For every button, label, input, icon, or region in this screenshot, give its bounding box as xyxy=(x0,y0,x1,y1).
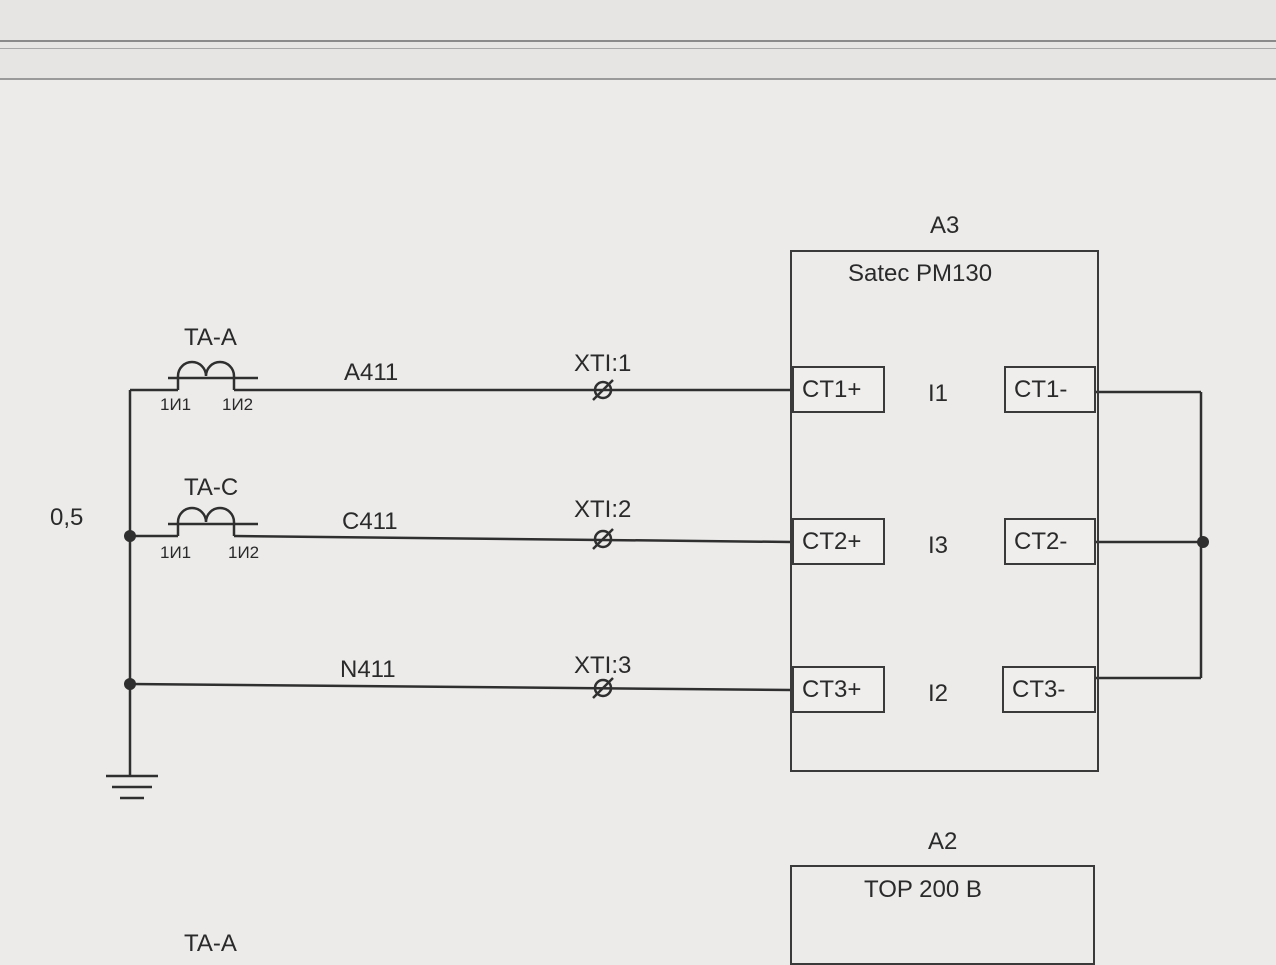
device-a3-box xyxy=(790,250,1099,772)
terminal-ct2-plus: CT2+ xyxy=(792,518,885,565)
device-a2-name: TOP 200 B xyxy=(864,876,982,903)
channel-i3: I3 xyxy=(928,532,949,559)
ct-ta-a-winding-1: 1И1 xyxy=(160,395,192,414)
ct-ta-c-winding-2: 1И2 xyxy=(228,543,260,562)
terminal-xt3-slash xyxy=(592,677,614,699)
ground-value-label: 0,5 xyxy=(50,504,84,531)
channel-i1: I1 xyxy=(928,380,949,407)
ct-ta-a-label: TA-A xyxy=(184,324,237,351)
terminal-xt2-symbol xyxy=(593,529,613,549)
ct-ta-c-label: TA-C xyxy=(184,474,239,501)
terminal-xt2-slash xyxy=(592,528,614,550)
channel-i2: I2 xyxy=(928,680,949,707)
terminal-label-xt1: XTI:1 xyxy=(574,350,632,377)
ct-ta-a-coil xyxy=(176,360,236,390)
terminal-ct3-minus: CT3- xyxy=(1002,666,1096,713)
junction-dot-return xyxy=(1197,536,1209,548)
terminal-label-xt2: XTI:2 xyxy=(574,496,632,523)
ct-ta-a-winding-2: 1И2 xyxy=(222,395,254,414)
terminal-xt1-slash xyxy=(592,379,614,401)
wire-label-n411: N411 xyxy=(340,656,396,683)
device-a3-designator: A3 xyxy=(930,212,960,239)
terminal-ct1-plus: CT1+ xyxy=(792,366,885,413)
header-rule-secondary xyxy=(0,48,1276,49)
terminal-label-xt3: XTI:3 xyxy=(574,652,632,679)
ct-ta-c-coil xyxy=(176,506,236,536)
terminal-ct2-minus: CT2- xyxy=(1004,518,1096,565)
ct-ta-a-label-lower: TA-A xyxy=(184,930,237,957)
junction-dot-n xyxy=(124,678,136,690)
wire-n411 xyxy=(129,682,793,692)
header-rule xyxy=(0,40,1276,42)
device-a3-name: Satec PM130 xyxy=(848,260,993,287)
wire-label-a411: A411 xyxy=(344,359,399,386)
wire-label-c411: C411 xyxy=(342,508,398,535)
terminal-xt1-symbol xyxy=(593,380,613,400)
terminal-ct3-plus: CT3+ xyxy=(792,666,885,713)
terminal-xt3-symbol xyxy=(593,678,613,698)
wire-c411 xyxy=(233,534,793,544)
device-a2-designator: A2 xyxy=(928,828,958,855)
terminal-ct1-minus: CT1- xyxy=(1004,366,1096,413)
ct-ta-c-winding-1: 1И1 xyxy=(160,543,192,562)
junction-dot-c xyxy=(124,530,136,542)
